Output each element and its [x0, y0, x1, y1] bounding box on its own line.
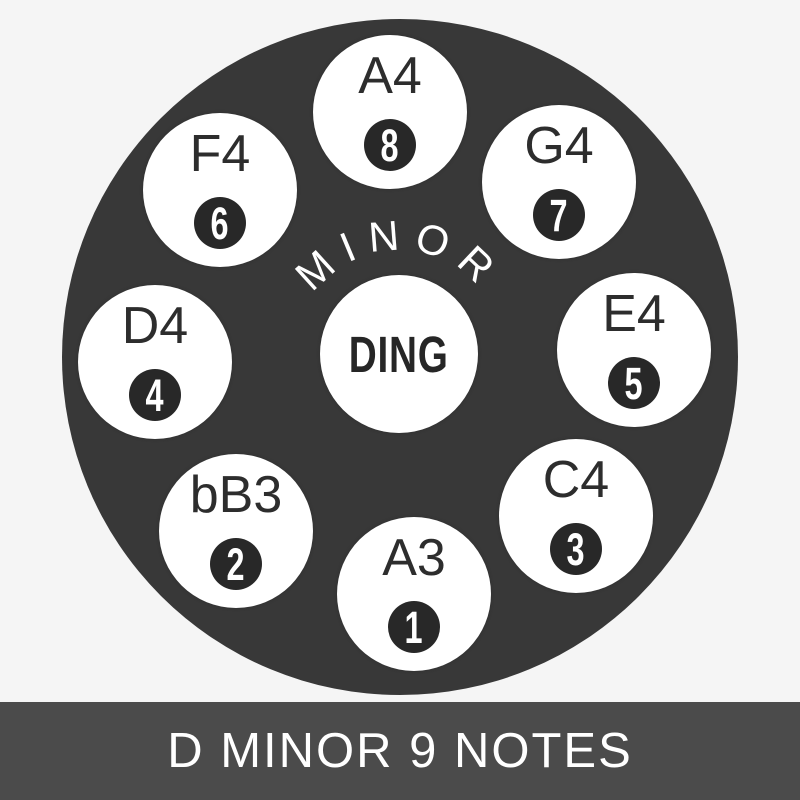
note-number: 4	[145, 369, 165, 421]
note-number-badge: 5	[608, 357, 660, 409]
note-label: C4	[542, 451, 610, 509]
note-number-badge: 3	[550, 523, 602, 575]
note-number-badge: 8	[364, 119, 416, 171]
note-number: 1	[404, 601, 424, 653]
note-number-badge: 6	[194, 197, 246, 249]
note-label: E4	[602, 285, 666, 343]
note-number-badge: 7	[533, 189, 585, 241]
note-number-badge: 4	[129, 369, 181, 421]
note-label: F4	[189, 125, 251, 183]
ding-center-circle: DING	[320, 275, 478, 433]
note-number: 3	[566, 523, 586, 575]
note-number: 2	[226, 538, 246, 590]
note-number: 7	[549, 189, 569, 241]
note-number: 5	[624, 357, 644, 409]
ding-label: DING	[349, 325, 449, 383]
note-label: bB3	[189, 466, 283, 524]
note-label: D4	[121, 297, 189, 355]
note-circle-F4: F4 6	[143, 113, 297, 267]
note-circle-E4: E4 5	[557, 273, 711, 427]
note-circle-C4: C4 3	[499, 439, 653, 593]
note-label: A3	[382, 529, 446, 587]
note-number-badge: 2	[210, 538, 262, 590]
note-number: 6	[210, 197, 230, 249]
note-number-badge: 1	[388, 601, 440, 653]
note-circle-G4: G4 7	[482, 105, 636, 259]
note-circle-D4: D4 4	[78, 285, 232, 439]
note-circle-A3: A3 1	[337, 517, 491, 671]
note-circle-bB3: bB3 2	[159, 454, 313, 608]
note-label: G4	[524, 117, 594, 175]
title-banner: D MINOR 9 NOTES	[0, 702, 800, 800]
note-label: A4	[358, 47, 422, 105]
note-number: 8	[380, 119, 400, 171]
note-circle-A4: A4 8	[313, 35, 467, 189]
banner-title: D MINOR 9 NOTES	[167, 723, 633, 778]
